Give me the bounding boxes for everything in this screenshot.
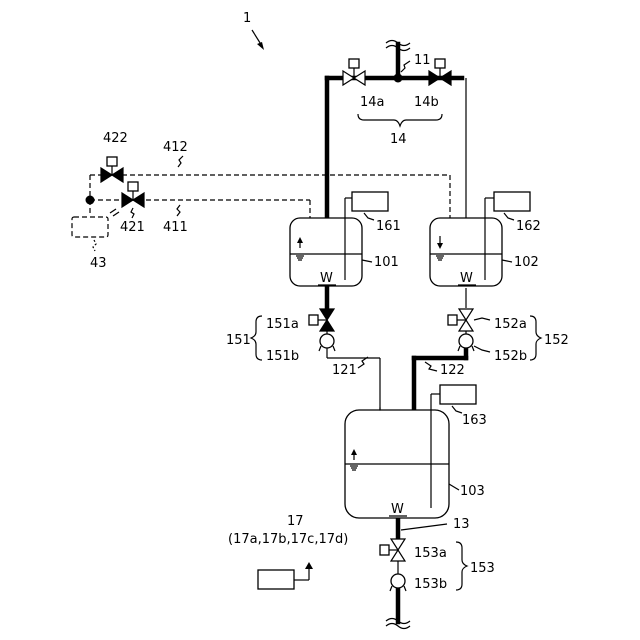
- label-pipe-412: 412: [163, 140, 188, 155]
- label-group-153: 153: [470, 561, 495, 576]
- pipe-412: [90, 175, 450, 246]
- bracket-151: [251, 316, 262, 360]
- pump-151b: [319, 334, 335, 351]
- pump-153b: [390, 574, 406, 591]
- label-valve-421: 421: [120, 220, 145, 235]
- label-valve-151a: 151a: [266, 317, 299, 332]
- sensor-161: [345, 192, 388, 220]
- label-pipe-13: 13: [453, 517, 470, 532]
- leader-121: [358, 357, 368, 368]
- label-controller-17: 17: [287, 514, 304, 529]
- sensor-162: [485, 192, 530, 220]
- unit-43: [72, 209, 119, 251]
- label-group-14: 14: [390, 132, 407, 147]
- leader-152a: [474, 318, 490, 320]
- valve-14b: [429, 59, 451, 85]
- controller-17: [258, 562, 313, 589]
- label-sensor-163: 163: [462, 413, 487, 428]
- leader-152b: [474, 346, 490, 352]
- label-sensor-161: 161: [376, 219, 401, 234]
- label-tank-103: 103: [460, 484, 485, 499]
- system-arrow: [252, 30, 264, 50]
- label-group-151: 151: [226, 333, 251, 348]
- label-pipe-121: 121: [332, 363, 357, 378]
- label-sensor-162: 162: [516, 219, 541, 234]
- valve-421: [122, 182, 144, 207]
- leader-13: [401, 524, 447, 530]
- valve-14a: [343, 59, 365, 85]
- label-system: 1: [243, 11, 251, 26]
- label-group-152: 152: [544, 333, 569, 348]
- label-valve-422: 422: [103, 131, 128, 146]
- leader-122: [425, 362, 437, 371]
- label-tank-101: 101: [374, 255, 399, 270]
- leader-421: [131, 208, 134, 218]
- label-pipe-122: 122: [440, 363, 465, 378]
- label-pump-151b: 151b: [266, 349, 299, 364]
- valve-152a: [448, 309, 473, 331]
- bracket-152: [530, 316, 541, 360]
- bracket-153: [456, 542, 467, 590]
- label-valve-153a: 153a: [414, 546, 447, 561]
- tank-103: [345, 394, 449, 518]
- leader-411: [177, 205, 180, 216]
- label-liquid-101: W: [320, 271, 333, 286]
- label-valve-152a: 152a: [494, 317, 527, 332]
- label-tank-102: 102: [514, 255, 539, 270]
- sensor-163: [431, 385, 476, 413]
- label-pipe-411: 411: [163, 220, 188, 235]
- label-liquid-102: W: [460, 271, 473, 286]
- valve-151a: [309, 309, 334, 331]
- label-pipe-11: 11: [414, 53, 431, 68]
- label-liquid-103: W: [391, 502, 404, 517]
- label-controller-17-sub: (17a,17b,17c,17d): [228, 532, 348, 547]
- pump-152b: [458, 334, 474, 351]
- valve-153a: [380, 539, 405, 561]
- leader-102: [502, 260, 512, 262]
- valve-422: [101, 157, 123, 182]
- leader-11: [401, 61, 410, 72]
- leader-101: [362, 260, 372, 262]
- label-valve-14b: 14b: [414, 95, 439, 110]
- label-pump-152b: 152b: [494, 349, 527, 364]
- leader-103: [449, 484, 459, 490]
- leader-412: [178, 156, 183, 167]
- label-unit-43: 43: [90, 256, 107, 271]
- label-pump-153b: 153b: [414, 577, 447, 592]
- label-valve-14a: 14a: [360, 95, 385, 110]
- bracket-14: [358, 114, 442, 126]
